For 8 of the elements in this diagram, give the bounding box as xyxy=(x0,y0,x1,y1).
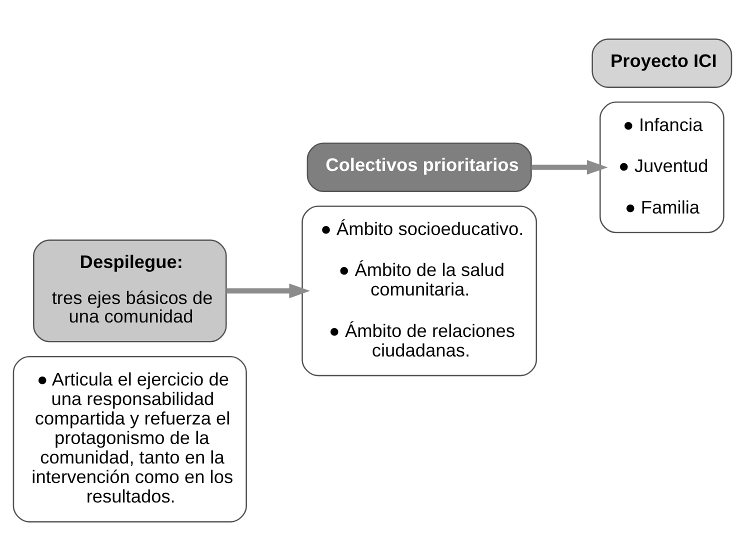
node-box: ● Articula el ejercicio de una responsabilidad compartida y refuerza el protagonismo de la comunidad, tanto en la intervención como en los resultados. xyxy=(12,355,247,522)
node-box: Colectivos prioritarios xyxy=(306,142,532,192)
arrow xyxy=(226,283,310,298)
node-box: ● Ámbito socioeducativo. ● Ámbito de la salud comunitaria. ● Ámbito de relaciones ciudadanas. xyxy=(302,205,538,376)
node-box: Proyecto ICI xyxy=(592,38,732,88)
arrow xyxy=(532,160,608,174)
node-box: ● Infancia ● Juventud ● Familia xyxy=(600,101,724,233)
node-box: Despilegue: tres ejes básicos de una comunidad xyxy=(33,239,227,342)
